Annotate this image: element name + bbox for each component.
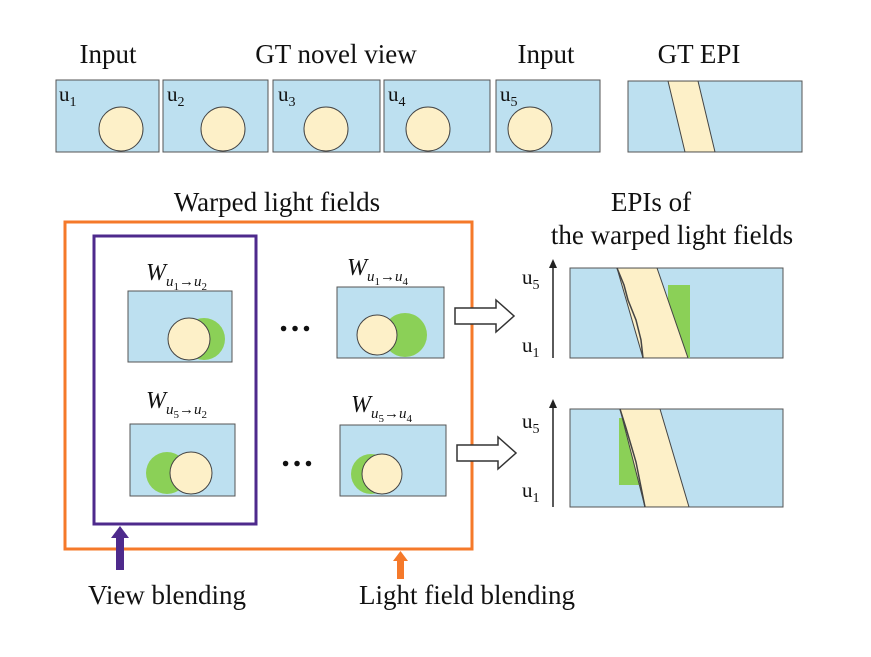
svg-text:u5: u5 [522, 409, 540, 437]
epis-title-line1: EPIs of [611, 187, 691, 217]
view-blending-label: View blending [88, 580, 246, 610]
warped-view-u1-u4 [336, 286, 445, 359]
view-label: u [388, 82, 399, 106]
svg-text:u3: u3 [278, 82, 296, 110]
view-label: u [500, 82, 511, 106]
ellipsis-top: … [278, 302, 312, 339]
view-label: u [59, 82, 70, 106]
svg-text:u5: u5 [522, 265, 540, 293]
ellipsis-bottom: … [280, 437, 314, 474]
epi-top-axis: u5 u1 [522, 259, 557, 361]
hollow-arrow-top [454, 298, 516, 334]
view-blending-arrow [111, 526, 129, 570]
hollow-arrow-bottom [456, 435, 518, 471]
warped-view-u5-u2 [129, 423, 236, 497]
view-label: u [167, 82, 178, 106]
axis-bottom-label: u [522, 333, 533, 357]
epis-title-line2: the warped light fields [551, 220, 793, 250]
svg-text:u2: u2 [167, 82, 185, 110]
warped-view-u1-u2 [127, 290, 233, 363]
svg-text:u1: u1 [59, 82, 77, 110]
epi-bottom-axis: u5 u1 [522, 399, 557, 507]
light-field-blending-arrow [393, 551, 408, 579]
axis-top-label: u [522, 265, 533, 289]
view-u4: u4 [383, 79, 491, 153]
view-u1: u1 [55, 79, 160, 153]
header-gt-epi: GT EPI [658, 39, 741, 69]
svg-text:u1: u1 [522, 333, 540, 361]
warp-label-u5-u2: Wu5→u2 [146, 388, 207, 421]
header-input-right: Input [518, 39, 575, 69]
svg-text:u5: u5 [500, 82, 518, 110]
svg-text:u4: u4 [388, 82, 406, 110]
light-field-blending-box [63, 220, 474, 551]
epi-top [569, 267, 784, 359]
warped-light-fields-title: Warped light fields [174, 187, 380, 217]
svg-text:u1: u1 [522, 478, 540, 506]
gt-epi-image [627, 80, 803, 153]
view-u3: u3 [272, 79, 381, 153]
warp-label-u1-u4: Wu1→u4 [347, 255, 409, 288]
light-field-blending-label: Light field blending [359, 580, 575, 610]
warped-view-u5-u4 [339, 424, 447, 497]
warp-label-u1-u2: Wu1→u2 [146, 260, 207, 293]
axis-top-label: u [522, 409, 533, 433]
header-input-left: Input [80, 39, 137, 69]
axis-bottom-label: u [522, 478, 533, 502]
header-gt-novel-view: GT novel view [255, 39, 417, 69]
warp-label-u5-u4: Wu5→u4 [351, 392, 413, 425]
view-label: u [278, 82, 289, 106]
epi-bottom [569, 408, 784, 508]
view-blending-box [92, 234, 258, 526]
view-u2: u2 [162, 79, 269, 153]
view-u5: u5 [495, 79, 601, 153]
